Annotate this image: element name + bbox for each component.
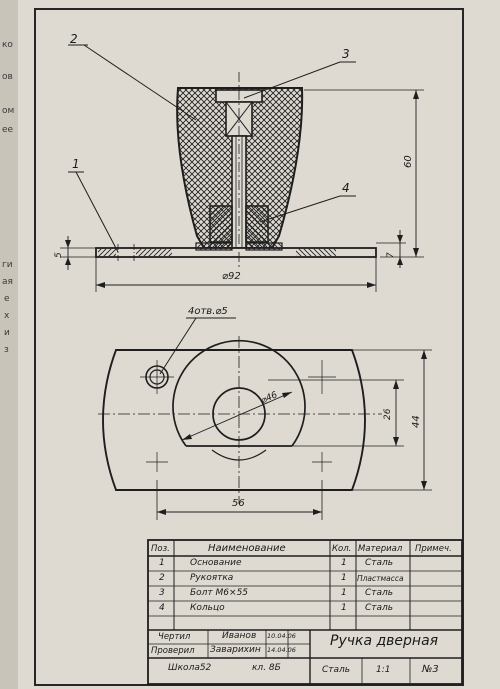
class: кл. 8Б — [252, 663, 281, 673]
callout-4: 4 — [342, 181, 350, 195]
material: Сталь — [322, 665, 351, 675]
adjacent-page-strip — [0, 0, 22, 689]
header-qty: Кол. — [332, 544, 352, 554]
plate-outline — [102, 349, 366, 491]
strip-text: ги — [2, 260, 13, 270]
row-qty: 1 — [341, 588, 347, 598]
dim-holes: 4отв.⌀5 — [188, 306, 228, 317]
strip-text: ом — [2, 106, 15, 116]
dim-44: 44 — [411, 415, 422, 428]
row-material: Сталь — [365, 603, 394, 613]
row-name: Болт М6×55 — [190, 588, 249, 598]
row-material: Сталь — [365, 588, 394, 598]
strip-text: ее — [2, 125, 14, 135]
base-plate — [95, 247, 377, 258]
checked-name: Заварихин — [210, 645, 261, 655]
row-material: Сталь — [365, 558, 394, 568]
row-qty: 1 — [341, 573, 347, 583]
sheet-number: №3 — [422, 664, 439, 675]
drawing-frame — [34, 8, 464, 686]
row-pos: 1 — [159, 558, 165, 568]
ring-left — [209, 205, 233, 243]
callout-3: 3 — [342, 47, 350, 61]
strip-text: х — [4, 311, 10, 321]
header-pos: Поз. — [151, 544, 170, 554]
dim-5: 5 — [54, 252, 64, 258]
checked-label: Проверил — [151, 646, 195, 656]
callout-2: 2 — [70, 32, 78, 46]
scale: 1:1 — [376, 665, 391, 675]
row-material: Пластмасса — [357, 574, 404, 583]
checked-date: 14.04.06 — [267, 646, 296, 654]
strip-text: ов — [2, 72, 13, 82]
dim-diameter-92: ⌀92 — [222, 271, 241, 282]
row-qty: 1 — [341, 558, 347, 568]
strip-text: ко — [2, 40, 13, 50]
row-pos: 4 — [159, 603, 165, 613]
strip-text: и — [4, 328, 10, 338]
plan-view — [98, 317, 432, 520]
title-block-grid — [147, 539, 463, 685]
dim-60: 60 — [403, 155, 414, 168]
row-qty: 1 — [341, 603, 347, 613]
strip-text: ая — [2, 277, 13, 287]
ring-right — [245, 205, 269, 243]
strip-text: е — [4, 294, 10, 304]
row-pos: 2 — [159, 573, 165, 583]
header-note: Примеч. — [415, 544, 452, 554]
drew-date: 10.04.06 — [267, 632, 296, 640]
drawing-title: Ручка дверная — [330, 633, 439, 649]
header-name: Наименование — [208, 543, 286, 554]
row-name: Кольцо — [190, 603, 225, 613]
dim-56: 56 — [232, 498, 245, 509]
section-view — [60, 44, 424, 292]
dim-26: 26 — [383, 408, 393, 420]
strip-text: з — [4, 345, 9, 355]
row-name: Рукоятка — [190, 573, 234, 583]
row-name: Основание — [190, 558, 242, 568]
header-material: Материал — [358, 544, 403, 554]
drew-name: Иванов — [222, 631, 257, 641]
dim-7: 7 — [386, 252, 396, 258]
callout-1: 1 — [72, 157, 80, 171]
row-pos: 3 — [159, 588, 165, 598]
drew-label: Чертил — [158, 632, 191, 642]
school: Школа52 — [168, 663, 212, 673]
